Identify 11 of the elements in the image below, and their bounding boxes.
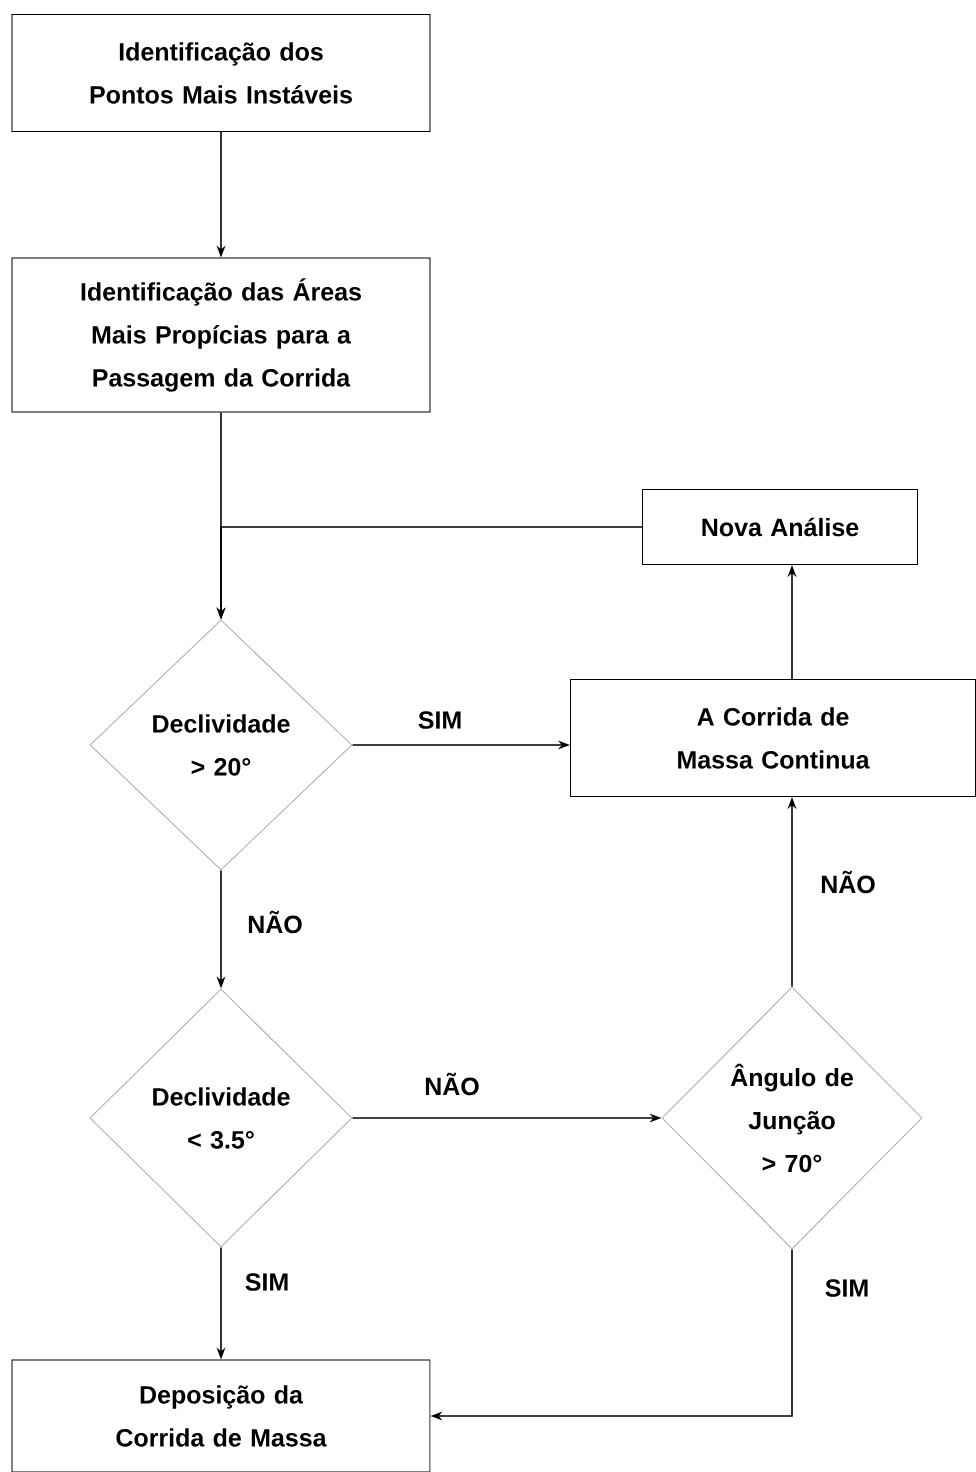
- edge-label: NÃO: [246, 909, 304, 935]
- edge-label: NÃO: [819, 869, 877, 895]
- process-box: Identificação das Áreas Mais Propícias para a Passagem da Corrida: [11, 257, 431, 413]
- process-box: Deposição da Corrida de Massa: [11, 1359, 431, 1472]
- edge-label: NÃO: [423, 1071, 481, 1097]
- process-box: Nova Análise: [642, 489, 918, 565]
- edge-label: SIM: [823, 1278, 871, 1298]
- process-box: Identificação dos Pontos Mais Instáveis: [11, 14, 431, 132]
- edge-label: SIM: [243, 1272, 291, 1292]
- process-box: A Corrida de Massa Continua: [570, 679, 976, 797]
- edge-label: SIM: [416, 710, 464, 730]
